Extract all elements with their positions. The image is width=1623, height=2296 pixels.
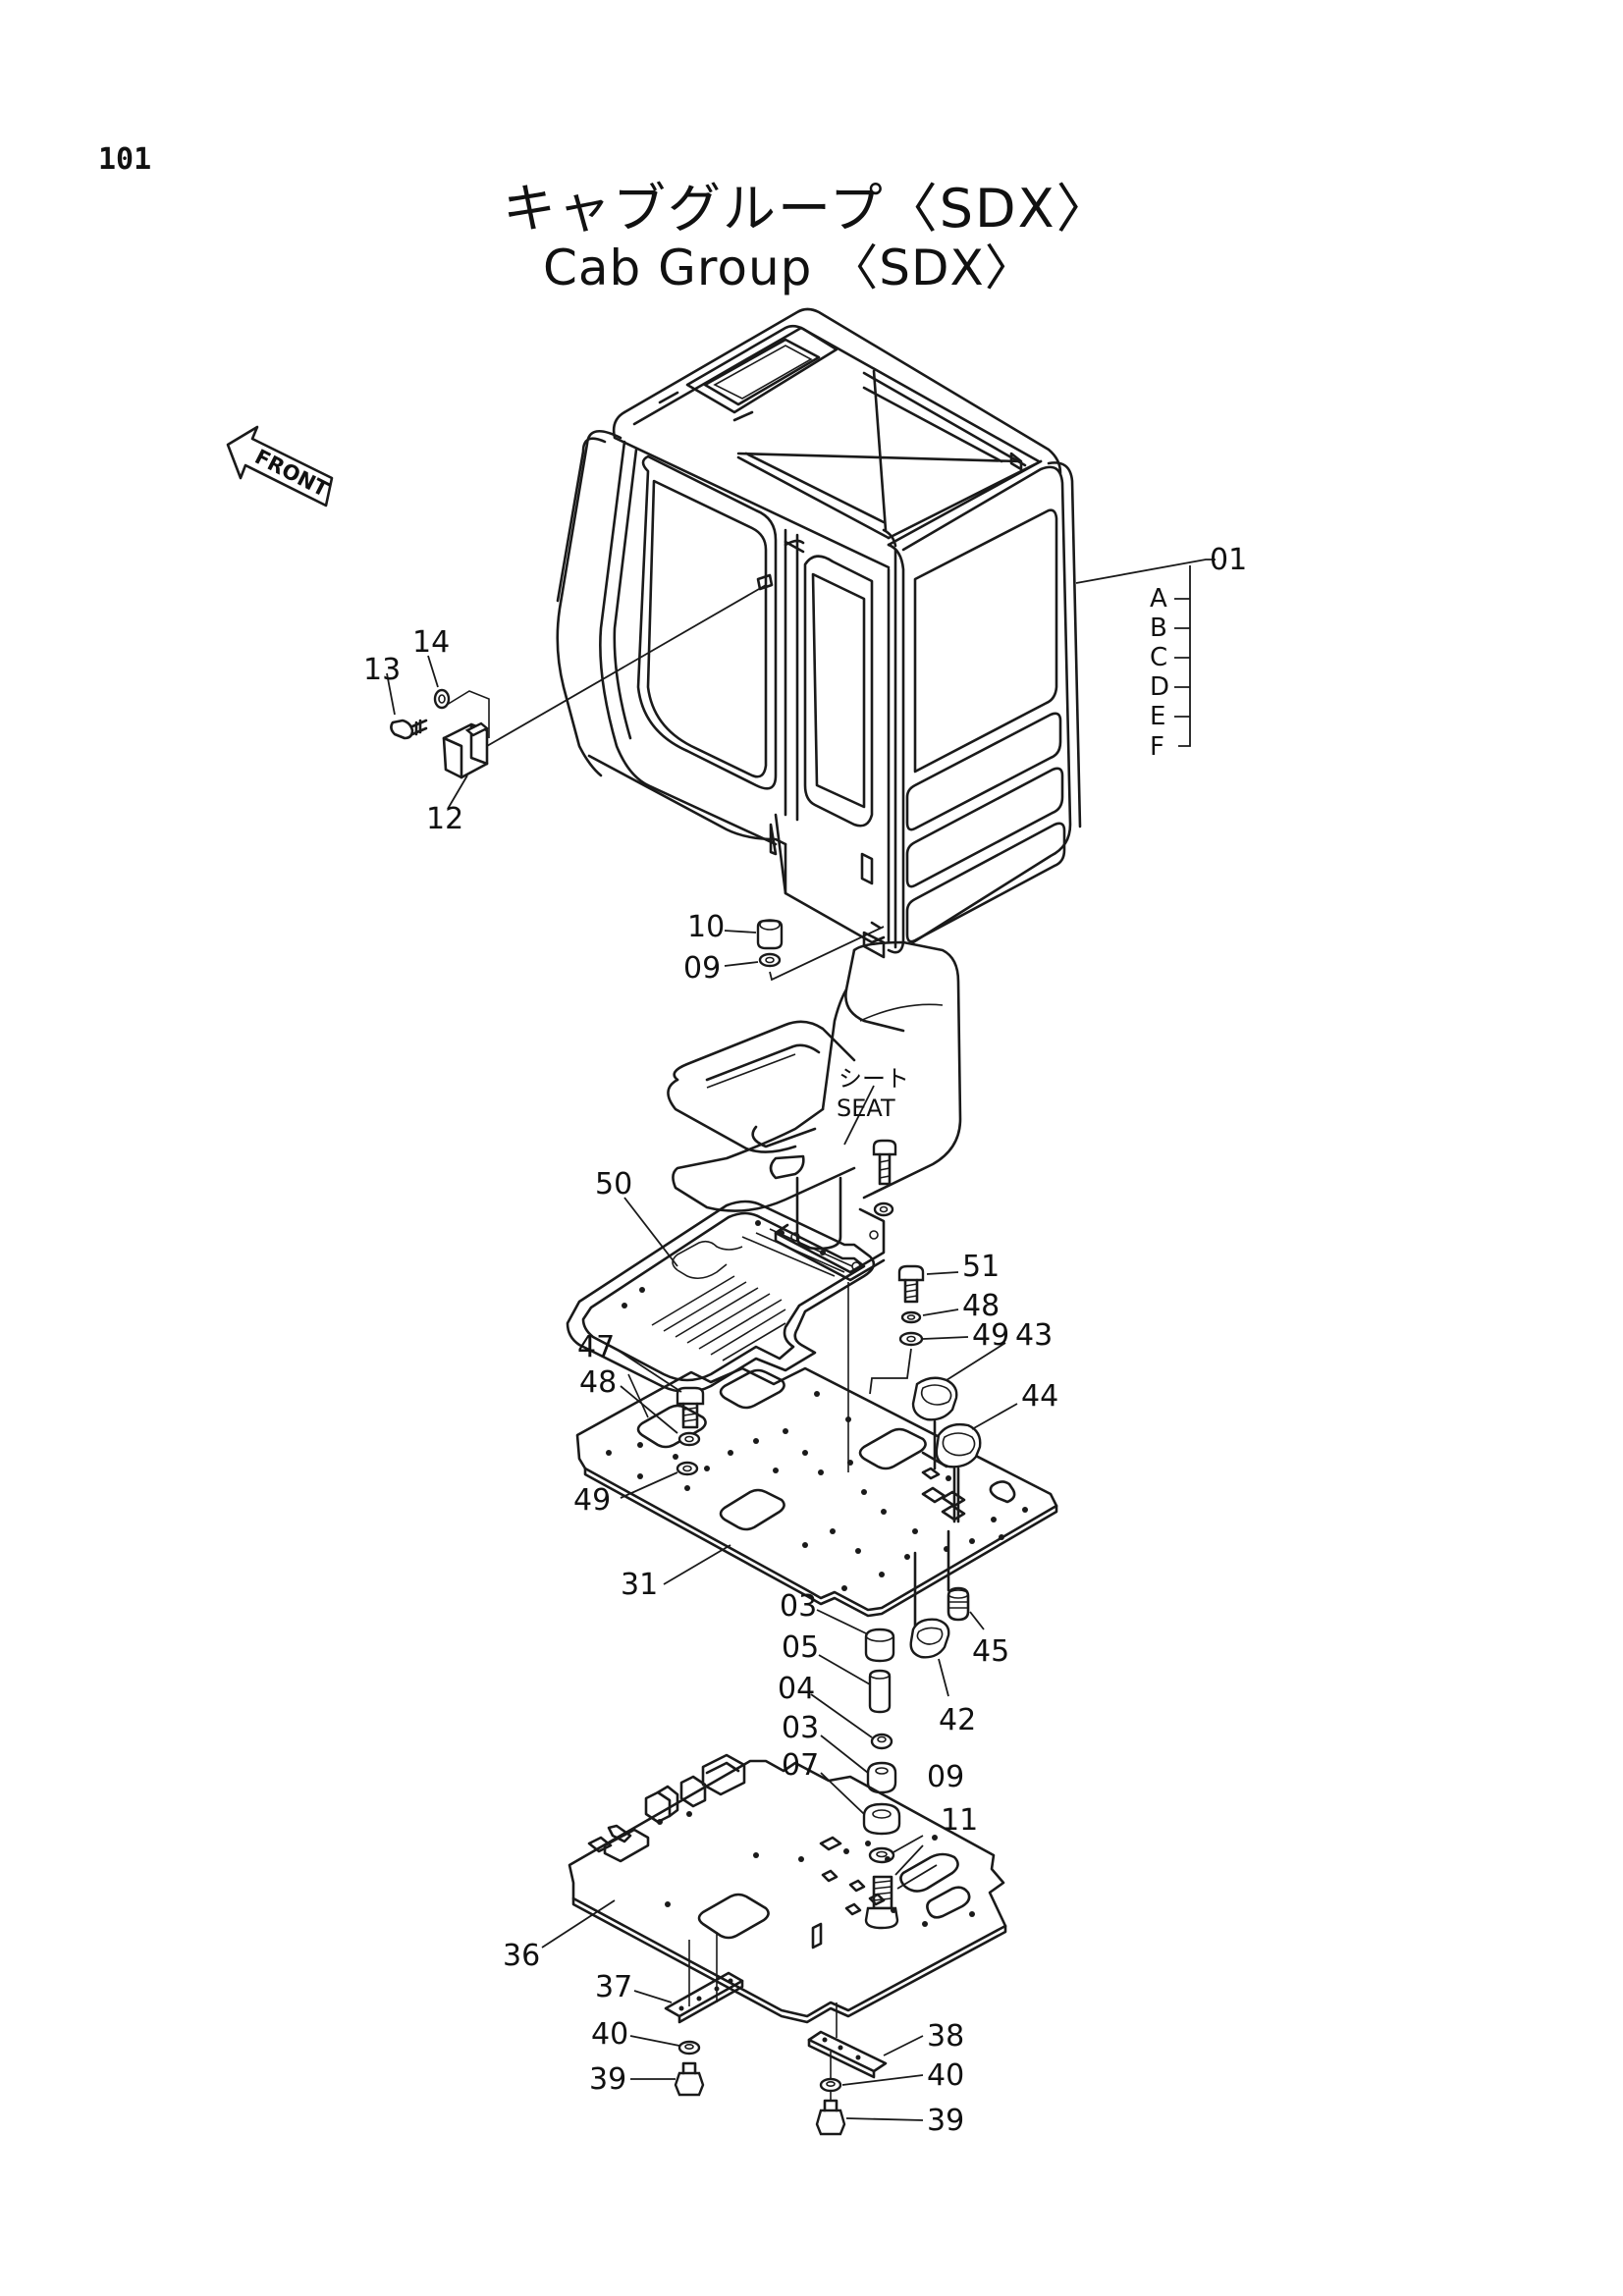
callout-39-left: 39 [589,2062,627,2097]
callout-50: 50 [595,1167,633,1201]
cab-mount-nut [724,919,885,982]
rubber-mount-parts [911,1342,1018,1523]
callout-11: 11 [941,1803,979,1838]
cab-assembly [556,307,1082,959]
callout-cab-part: 01 [1210,543,1248,577]
cab-variant-d: D [1150,672,1170,702]
title-english: Cab Group 〈SDX〉 [543,240,1035,296]
callout-49-right: 49 [972,1318,1010,1353]
cab-variant-c: C [1150,643,1168,672]
cab-variant-a: A [1150,584,1167,614]
callout-40-right: 40 [927,2058,965,2093]
callout-40-left: 40 [591,2017,629,2052]
mount-column-parts [810,1609,938,1930]
callout-51: 51 [962,1250,1001,1284]
callout-39-right: 39 [927,2104,965,2138]
callout-38: 38 [927,2019,965,2054]
door-stopper-parts [390,573,774,779]
callout-44: 44 [1021,1379,1059,1414]
page-number: 101 [98,142,152,177]
mount-column-parts-right [909,1586,985,1697]
callout-05: 05 [782,1630,820,1665]
callout-43: 43 [1015,1318,1054,1353]
floor-mat [566,1200,876,1394]
callout-10: 10 [687,910,726,944]
cab-variant-b: B [1150,614,1167,643]
cab-variant-e: E [1150,702,1166,731]
floor-plate [575,1282,1058,1651]
mat-bolt-parts [869,1264,969,1395]
callout-03-lower: 03 [782,1711,820,1745]
callout-47: 47 [577,1330,616,1364]
cab-variant-f: F [1150,732,1164,762]
callout-04: 04 [778,1672,816,1706]
callout-48-left: 48 [579,1365,618,1400]
callout-45: 45 [972,1634,1010,1669]
callout-49-left: 49 [573,1483,612,1518]
callout-09-upper: 09 [683,951,722,986]
callout-37: 37 [595,1970,633,2004]
plate-bolt-parts-left [618,1350,705,1499]
callout-31: 31 [621,1568,659,1602]
title-japanese: キャブグループ〈SDX〉 [503,178,1111,240]
callout-48-right: 48 [962,1289,1001,1323]
base-plate [568,1753,1007,2024]
callout-14: 14 [412,625,451,660]
callout-42: 42 [939,1703,977,1737]
callout-13: 13 [363,653,402,687]
front-arrow-icon: FRONT [226,425,334,507]
callout-07: 07 [782,1748,820,1783]
callout-36: 36 [503,1939,541,1973]
base-bracket-parts [629,1932,924,2136]
callout-12: 12 [426,802,464,836]
seat-label-english: SEAT [837,1095,895,1122]
callout-09-lower: 09 [927,1760,965,1794]
seat-label-japanese: シート [839,1065,909,1093]
callout-03-upper: 03 [780,1589,818,1624]
